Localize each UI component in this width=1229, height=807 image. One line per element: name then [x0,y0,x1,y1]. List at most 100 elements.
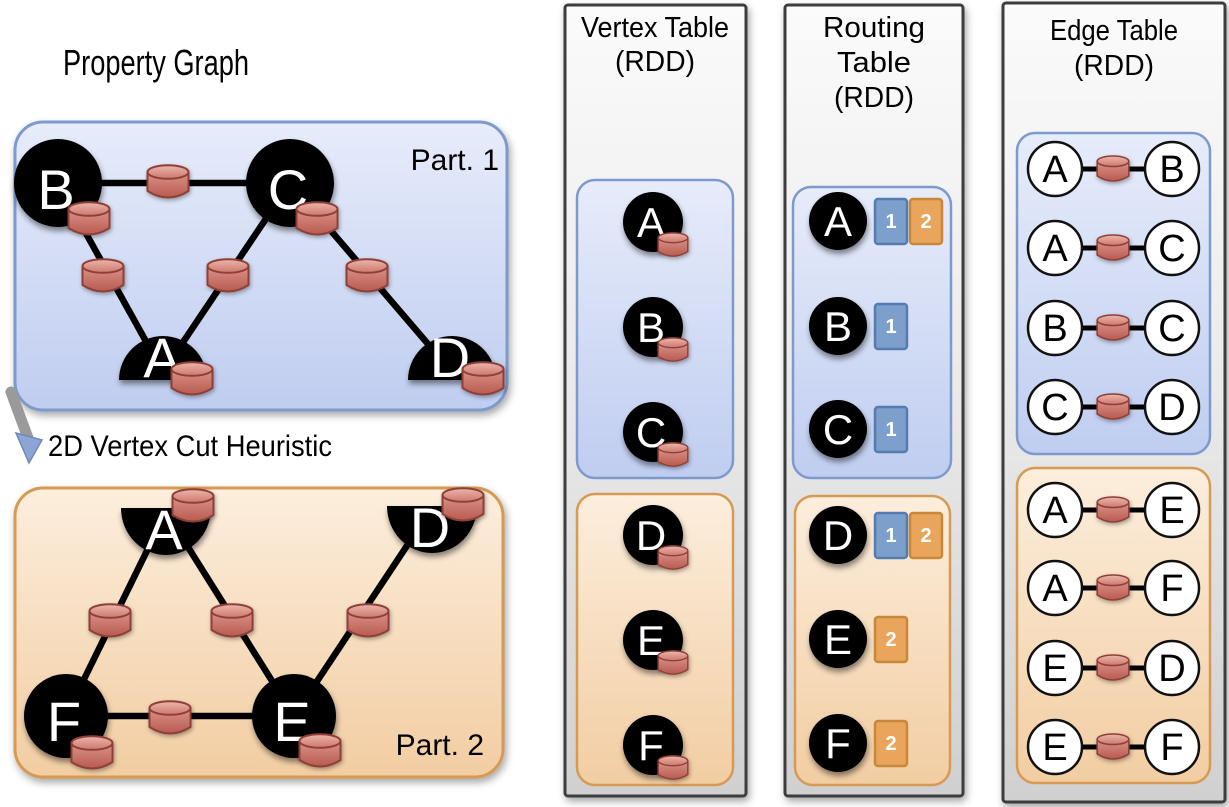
edge-dst-node [1143,219,1201,277]
edge-src-label: E [1042,648,1067,690]
edge-dst-node [1143,378,1201,436]
edge-table-row: E D [1026,639,1201,697]
vertex-property-cylinder-icon [441,487,485,522]
vertex-label: A [824,198,852,245]
partition-1-badge [873,302,909,351]
edge-property-cylinder-icon [210,603,254,638]
vertex-property-cylinder-icon [70,735,114,770]
edge-src-node [1026,219,1084,277]
edge-src-label: A [1042,228,1068,270]
routing-table-row: C 1 [809,400,909,458]
edge-dst-node [1143,559,1201,617]
edge-property-cylinder-icon [1096,155,1130,182]
edge-dst-label: F [1160,568,1183,610]
vertex-label: F [825,720,851,767]
vertex-table-subtitle: (RDD) [615,46,695,78]
vertex-property-cylinder-icon [295,201,339,236]
vertex-node [809,297,867,355]
heuristic-label: 2D Vertex Cut Heuristic [48,430,332,463]
edge-src-label: B [1042,308,1067,350]
partition-2-badge [908,511,944,560]
edge-property-cylinder-icon [1096,314,1130,341]
vertex-node [809,714,867,772]
edge-property-cylinder-icon [206,258,250,293]
partition-2-label: Part. 2 [396,729,484,762]
edge-table-row: C D [1026,378,1201,436]
edge-table-row: A E [1026,481,1201,539]
partition-2-badge [908,197,944,246]
vertex-property-cylinder-icon [657,337,689,362]
property-graph-title: Property Graph [63,42,249,83]
edge-src-label: A [1042,490,1068,532]
edge-src-label: E [1042,727,1067,769]
partition-1-badge [873,197,909,246]
edge-src-node [1026,140,1084,198]
edge-table-row: A F [1026,559,1201,617]
vertex-table-row: D [623,505,689,570]
badge-label: 1 [885,525,896,547]
partition-1-graph: Part. 1 B C A D [13,120,509,412]
edge-dst-node [1143,140,1201,198]
edge-property-cylinder-icon [1096,496,1130,523]
routing-table-row: B 1 [809,297,909,355]
edge-src-node [1026,481,1084,539]
routing-table-rows: A 1 2 B 1 C 1 D [809,192,944,772]
routing-table-row: F 2 [809,714,909,772]
edge-table-subtitle: (RDD) [1074,50,1154,82]
edge-dst-node [1143,639,1201,697]
vertex-table-rows: A B C D E [623,192,689,780]
vertex-property-cylinder-icon [461,361,505,396]
edge-dst-node [1143,718,1201,776]
routing-table-title-line1: Routing [823,12,925,44]
edge-src-label: A [1042,149,1068,191]
edge-property-cylinder-icon [1096,234,1130,261]
badge-label: 2 [885,629,896,651]
vertex-table-column: Vertex Table (RDD) A B C D [563,3,748,798]
partition-1-badge [873,511,909,560]
partition-2-graph: Part. 2 A D F E [13,486,505,779]
vertex-table-row: F [623,715,689,780]
edge-dst-label: D [1158,387,1185,429]
edge-dst-node [1143,481,1201,539]
routing-table-part2-box [793,494,952,787]
arrow-head [14,431,44,465]
routing-table-column: Routing Table (RDD) A 1 2 B 1 [783,3,965,798]
edge-dst-node [1143,299,1201,357]
edge-property-cylinder-icon [1096,393,1130,420]
edge-table-row: E F [1026,718,1201,776]
edge-src-label: C [1041,387,1068,429]
edge-property-cylinder-icon [88,603,132,638]
edge-property-cylinder-icon [1096,574,1130,601]
edge-table-row: A C [1026,219,1201,277]
edge-table-column: Edge Table (RDD) A B A C [1001,1,1227,804]
vertex-property-cylinder-icon [657,232,689,257]
routing-table-row: E 2 [809,610,909,668]
vertex-table-row: B [623,297,689,362]
partition-1-label: Part. 1 [411,144,499,177]
badge-label: 1 [885,211,896,233]
edge-src-node [1026,559,1084,617]
edge-property-cylinder-icon [346,603,390,638]
vertex-label: C [823,406,853,453]
edge-property-cylinder-icon [148,700,192,735]
vertex-property-cylinder-icon [657,650,689,675]
vertex-property-cylinder-icon [171,488,215,523]
routing-table-row: D 1 2 [809,506,944,564]
edge-src-node [1026,639,1084,697]
vertex-property-cylinder-icon [170,361,214,396]
partition-1-box [13,120,509,412]
vertex-node [809,400,867,458]
badge-label: 1 [885,419,896,441]
vertex-label: D [823,512,853,559]
edge-table-part1-box [1015,131,1212,456]
edge-property-cylinder-icon [81,258,125,293]
vertex-table-row: A [623,192,689,257]
partition-2-badge [873,719,909,768]
edge-dst-label: B [1159,149,1184,191]
edge-table-row: A B [1026,140,1201,198]
arrow-shaft [5,386,34,444]
vertex-property-cylinder-icon [67,201,111,236]
edge-table-title: Edge Table [1050,15,1178,47]
edge-table-row: B C [1026,299,1201,357]
